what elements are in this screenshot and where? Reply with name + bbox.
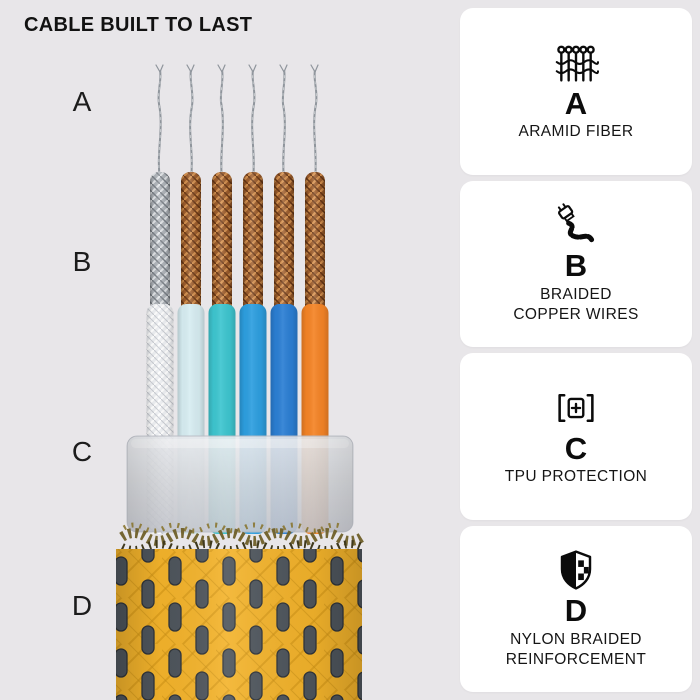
- page-title: CABLE BUILT TO LAST: [24, 14, 253, 36]
- section-label-b: B: [72, 246, 92, 277]
- aramid-fiber-icon: [553, 40, 599, 86]
- feature-card-tpu: C TPU PROTECTION: [460, 353, 692, 520]
- feature-card-copper: B BRAIDED COPPER WIRES: [460, 180, 692, 347]
- section-label-d: D: [71, 590, 93, 621]
- feature-card-aramid: A ARAMID FIBER: [460, 8, 692, 175]
- braided-copper-icon: [553, 202, 599, 248]
- feature-label: BRAIDED COPPER WIRES: [513, 285, 639, 324]
- tpu-sleeve: [126, 435, 354, 533]
- feature-letter: A: [564, 85, 588, 121]
- feature-letter: C: [564, 430, 588, 466]
- shield-icon: [555, 547, 597, 593]
- braided-wires: [150, 172, 325, 314]
- frayed-fibers: [119, 522, 365, 554]
- tpu-protection-icon: [553, 385, 599, 431]
- feature-label: NYLON BRAIDED REINFORCEMENT: [505, 630, 647, 669]
- nylon-jacket: [116, 549, 362, 700]
- cable-illustration: [116, 64, 365, 700]
- feature-label: ARAMID FIBER: [518, 123, 634, 141]
- aramid-strands: [155, 64, 319, 181]
- feature-card-nylon: D NYLON BRAIDED REINFORCEMENT: [460, 525, 692, 692]
- feature-letter: B: [564, 248, 588, 284]
- feature-letter: D: [564, 593, 588, 629]
- feature-label: TPU PROTECTION: [504, 468, 648, 486]
- feature-cards: A ARAMID FIBER B BRAIDED COPPER WIRES: [460, 8, 692, 692]
- section-label-a: A: [72, 86, 92, 117]
- section-label-c: C: [71, 436, 93, 467]
